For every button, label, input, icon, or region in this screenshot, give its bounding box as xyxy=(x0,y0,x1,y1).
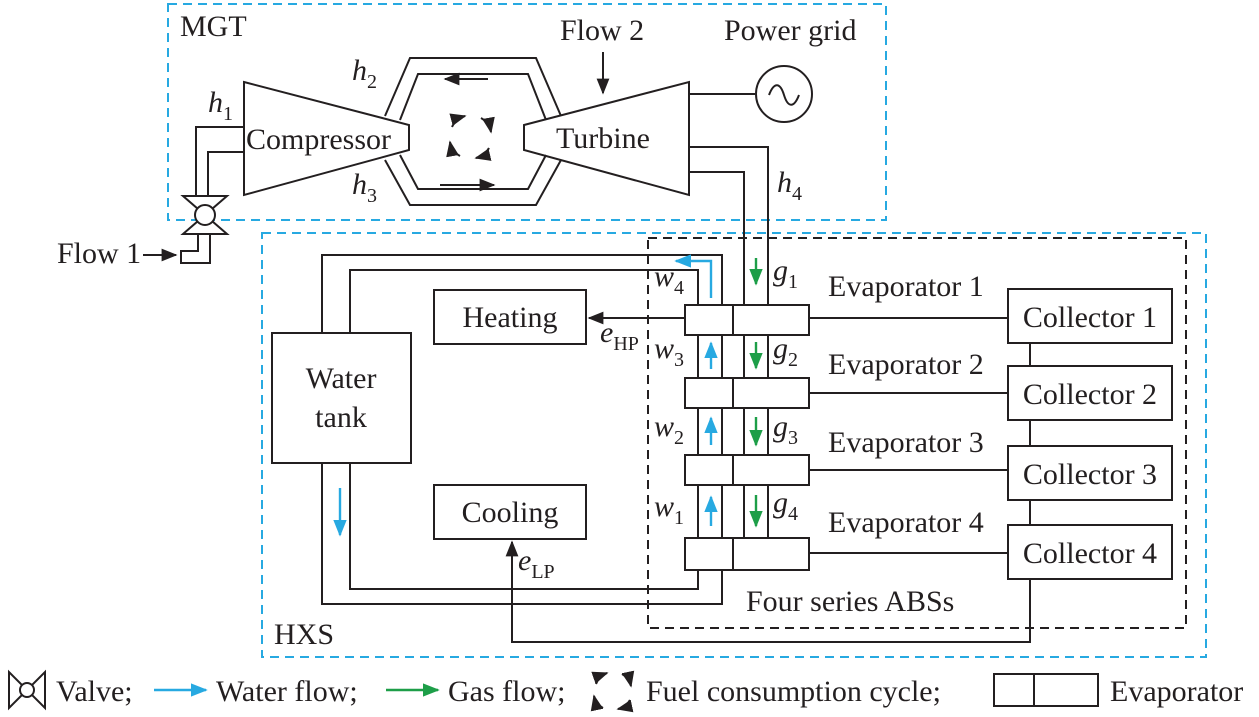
legend-evaporator-icon xyxy=(993,673,1099,707)
turbine-label: Turbine xyxy=(556,122,650,155)
evaporator-4-water xyxy=(684,537,734,571)
evaporator-1-gas xyxy=(732,304,810,336)
cooling-box xyxy=(433,484,587,540)
evaporator-2-water xyxy=(684,377,734,409)
water-pipe-top-outer xyxy=(321,254,723,333)
legend: Valve; Water flow; Gas flow; Fuel consum… xyxy=(8,669,1243,713)
evaporator-1-label: Evaporator 1 xyxy=(828,270,984,303)
cycle-loop-outer xyxy=(384,57,562,117)
water-tank-label-1: Water xyxy=(306,362,377,395)
cooling-label: Cooling xyxy=(462,496,559,529)
g1-label: g1 xyxy=(773,254,798,293)
cycle-loop-outer-bottom xyxy=(384,159,562,206)
e-lp-label: eLP xyxy=(518,544,555,583)
cooling-return-line xyxy=(505,540,1031,643)
heating-box xyxy=(433,289,587,345)
evaporator-stack xyxy=(684,258,810,571)
flow1-label: Flow 1 xyxy=(57,237,141,270)
compressor xyxy=(243,80,410,197)
fuel-cycle-icon xyxy=(446,113,495,161)
collector-4-box xyxy=(1007,524,1173,580)
abs-label: Four series ABSs xyxy=(746,585,954,618)
valve-core xyxy=(194,204,216,226)
e-hp-label: eHP xyxy=(600,316,639,355)
legend-valve-icon xyxy=(8,669,46,711)
collector-4-label: Collector 4 xyxy=(1023,537,1157,570)
compressor-label: Compressor xyxy=(246,123,391,156)
inlet-pipe-outer xyxy=(207,151,244,195)
collector-3-box xyxy=(1007,445,1173,501)
evaporator-3-gas xyxy=(732,454,810,486)
g4-label: g4 xyxy=(773,486,798,525)
w4-label: w4 xyxy=(654,260,684,299)
legend-water-label: Water flow; xyxy=(216,675,358,708)
legend-fuel-cycle-icon xyxy=(590,670,635,713)
evaporator-4-gas xyxy=(732,537,810,571)
water-tank xyxy=(271,332,412,464)
g3-label: g3 xyxy=(773,410,798,449)
evaporator-1-water xyxy=(684,304,734,336)
legend-gas-label: Gas flow; xyxy=(448,675,565,708)
evaporator-4-label: Evaporator 4 xyxy=(828,506,984,539)
evaporator-2-label: Evaporator 2 xyxy=(828,348,984,381)
collector-2-label: Collector 2 xyxy=(1023,378,1157,411)
state-labels: h1 h2 h3 h4 w4 w3 w2 w1 g1 g2 g3 g4 eHP … xyxy=(208,54,802,583)
evaporator-3-label: Evaporator 3 xyxy=(828,426,984,459)
inlet-pipe-inner xyxy=(195,126,244,195)
legend-valve-label: Valve; xyxy=(56,675,133,708)
water-tank-label-2: tank xyxy=(315,401,367,434)
evaporator-collector-links xyxy=(809,317,1008,554)
h4-label: h4 xyxy=(777,166,802,205)
w3-label: w3 xyxy=(654,332,684,371)
g2-label: g2 xyxy=(773,332,798,371)
cycle-loop-inner xyxy=(399,73,547,121)
water-flow-arrow-return xyxy=(674,254,713,298)
w1-label: w1 xyxy=(654,490,684,529)
h2-label: h2 xyxy=(352,54,377,93)
inlet-pipe-lower xyxy=(180,234,211,264)
exhaust-duct-inner xyxy=(689,171,745,305)
water-pipe-top-inner xyxy=(349,269,699,333)
evaporator-2-gas xyxy=(732,377,810,409)
flow2-label: Flow 2 xyxy=(560,14,644,47)
exhaust-duct-outer xyxy=(689,146,769,305)
water-pipe-bottom-inner xyxy=(349,463,699,590)
cycle-loop-inner-bottom xyxy=(399,154,547,190)
h3-label: h3 xyxy=(352,168,377,207)
hxs-label: HXS xyxy=(274,618,334,651)
hxs-region xyxy=(261,232,1207,658)
heating-label: Heating xyxy=(463,301,558,334)
turbine xyxy=(523,80,690,197)
water-pipe-bottom-outer xyxy=(321,463,723,605)
h1-label: h1 xyxy=(208,86,233,125)
power-grid-label: Power grid xyxy=(724,14,856,47)
collector-2-box xyxy=(1007,365,1173,421)
collector-3-label: Collector 3 xyxy=(1023,458,1157,491)
evaporator-3-water xyxy=(684,454,734,486)
legend-fuel-label: Fuel consumption cycle; xyxy=(646,675,941,708)
legend-evaporator-label: Evaporator xyxy=(1110,675,1243,708)
sine-wave-icon xyxy=(768,84,800,106)
mgt-region xyxy=(167,3,887,221)
collector-1-label: Collector 1 xyxy=(1023,301,1157,334)
w2-label: w2 xyxy=(654,410,684,449)
collector-1-box xyxy=(1007,288,1173,344)
mgt-label: MGT xyxy=(180,10,247,43)
